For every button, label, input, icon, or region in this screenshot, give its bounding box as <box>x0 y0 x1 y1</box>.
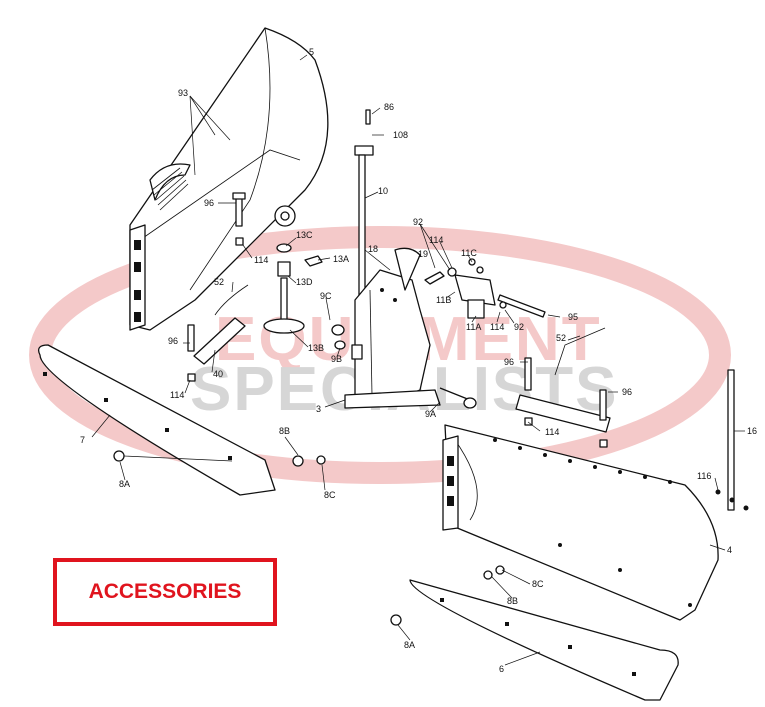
callout-9a: 9A <box>425 409 436 419</box>
bolt-96-upper <box>232 192 246 246</box>
callout-4: 4 <box>727 545 732 555</box>
callout-8c-right: 8C <box>532 579 544 589</box>
callout-16: 16 <box>747 426 757 436</box>
callout-40: 40 <box>213 369 223 379</box>
callout-8a-right: 8A <box>404 640 415 650</box>
callout-5: 5 <box>309 47 314 57</box>
callout-114-latch: 114 <box>429 235 443 245</box>
callout-10: 10 <box>378 186 388 196</box>
callout-108: 108 <box>393 130 408 140</box>
callout-52-right: 52 <box>556 333 566 343</box>
callout-3: 3 <box>316 404 321 414</box>
marker-rod-16 <box>727 369 735 511</box>
cutting-edge-6 <box>390 565 679 701</box>
moldboard-left <box>129 27 329 331</box>
leader-lines <box>91 54 745 666</box>
callout-114: 114 <box>254 255 268 265</box>
pin-9a <box>439 387 477 409</box>
callout-52-left: 52 <box>214 277 224 287</box>
callout-13a: 13A <box>333 254 349 264</box>
callout-11a: 11A <box>466 322 481 332</box>
callout-8a: 8A <box>119 479 130 489</box>
callout-93: 93 <box>178 88 188 98</box>
callout-95: 95 <box>568 312 578 322</box>
cutting-edge-7 <box>37 344 326 496</box>
callout-8b: 8B <box>279 426 290 436</box>
callout-86: 86 <box>384 102 394 112</box>
callout-11b: 11B <box>436 295 451 305</box>
cylinder-40 <box>187 317 246 382</box>
callout-9b: 9B <box>331 354 342 364</box>
latch-assembly-11 <box>424 258 546 319</box>
a-frame-3 <box>331 247 441 409</box>
callout-18: 18 <box>368 244 378 254</box>
callout-7: 7 <box>80 435 85 445</box>
callout-13d: 13D <box>296 277 313 287</box>
hose-52-right <box>554 327 606 376</box>
callout-labels: 5 93 96 114 13C 13D 13B 13A 86 108 10 18… <box>80 47 757 674</box>
callout-96-cylinder: 96 <box>168 336 178 346</box>
callout-8b-right: 8B <box>507 596 518 606</box>
hose-52-left <box>214 284 249 316</box>
callout-92-lower: 92 <box>514 322 524 332</box>
callout-114-cylinder: 114 <box>170 390 184 400</box>
callout-9c: 9C <box>320 291 332 301</box>
callout-13c: 13C <box>296 230 313 240</box>
accessories-label: ACCESSORIES <box>88 580 242 603</box>
callout-92-upper: 92 <box>413 217 423 227</box>
callout-6: 6 <box>499 664 504 674</box>
lift-pin-10 <box>354 109 374 306</box>
cylinder-right <box>515 357 611 448</box>
pivot-pin-stack <box>263 243 323 334</box>
callout-8c: 8C <box>324 490 336 500</box>
accessories-banner: ACCESSORIES <box>53 558 277 626</box>
callout-96-right-a: 96 <box>504 357 514 367</box>
callout-11c: 11C <box>461 248 477 258</box>
moldboard-right <box>442 424 749 621</box>
callout-116: 116 <box>697 471 711 481</box>
callout-96: 96 <box>204 198 214 208</box>
callout-96-right-b: 96 <box>622 387 632 397</box>
callout-13b: 13B <box>308 343 324 353</box>
callout-114-right: 114 <box>545 427 559 437</box>
callout-19: 19 <box>418 249 428 259</box>
callout-114-lower: 114 <box>490 322 504 332</box>
